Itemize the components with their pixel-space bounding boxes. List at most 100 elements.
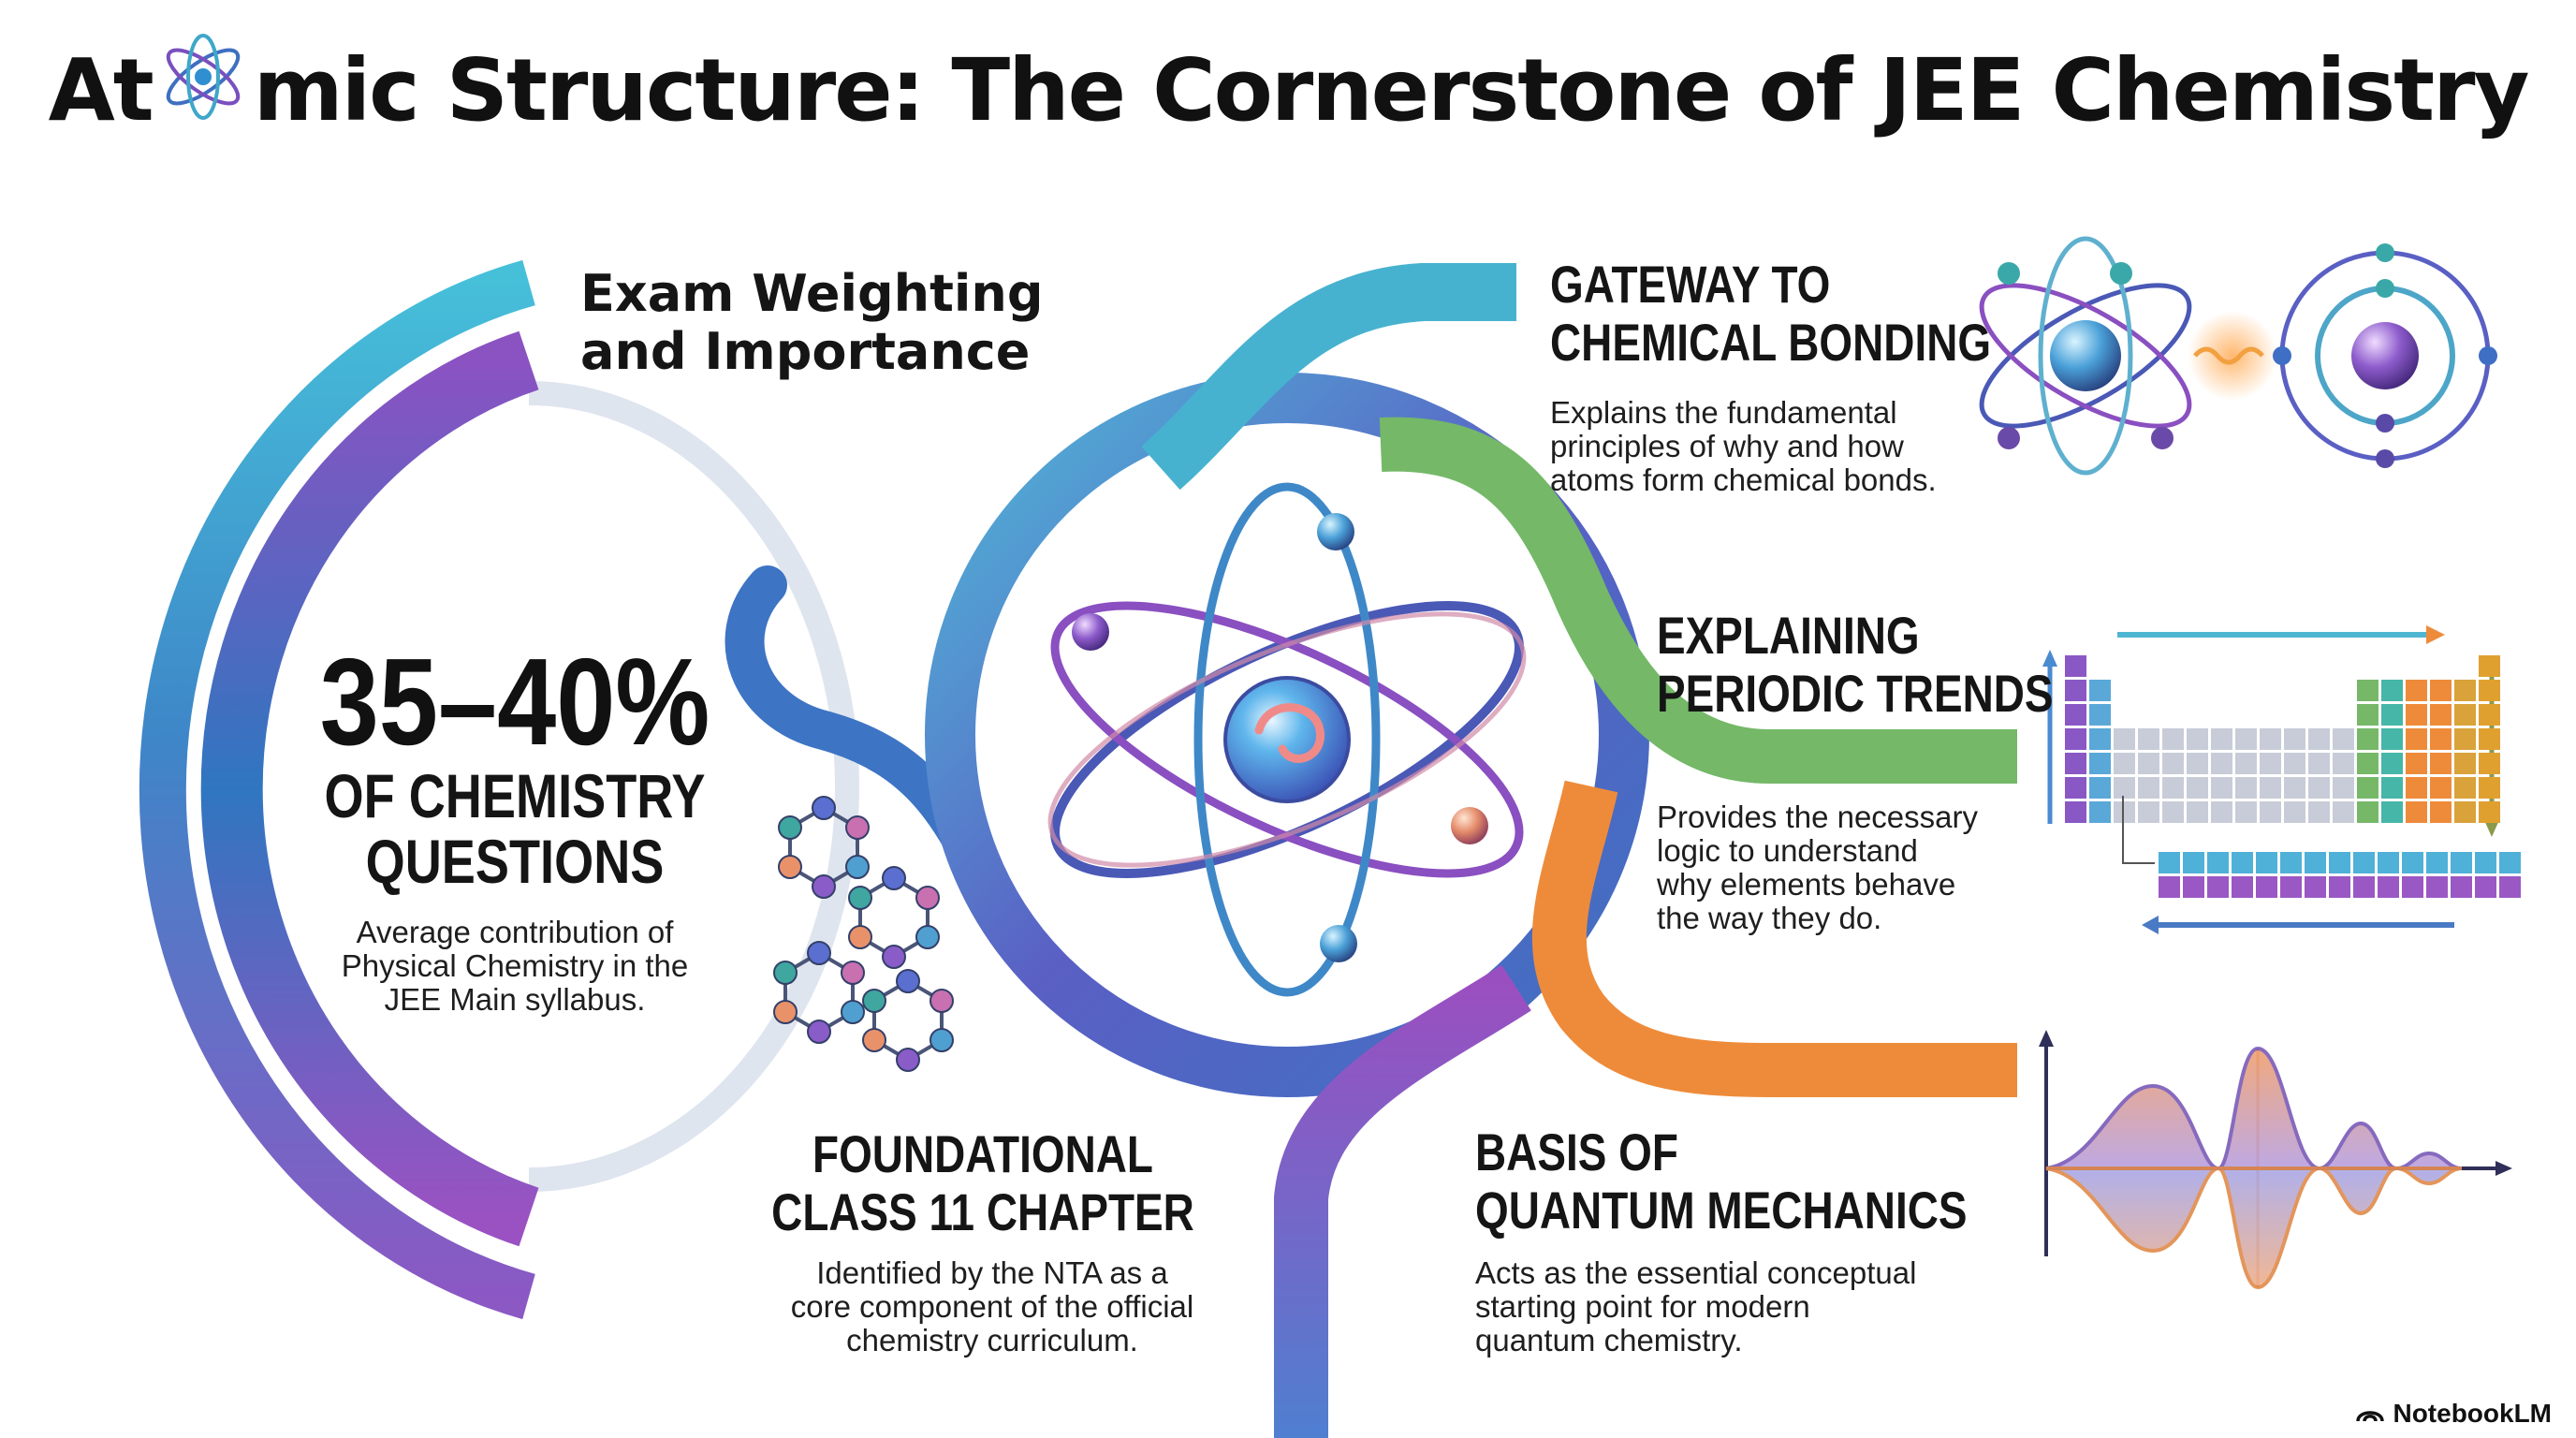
branch-strips: [1141, 263, 2017, 1097]
periodic-cell: [2305, 852, 2326, 873]
periodic-cell: [2211, 777, 2232, 799]
periodic-cell: [2089, 777, 2111, 799]
periodic-title: EXPLAINING PERIODIC TRENDS: [1657, 606, 2054, 723]
periodic-cell: [2235, 753, 2257, 774]
periodic-cell: [2381, 753, 2403, 774]
periodic-cell: [2114, 801, 2135, 823]
periodic-cell: [2308, 777, 2330, 799]
periodic-cell: [2211, 728, 2232, 750]
periodic-cell: [2426, 852, 2448, 873]
periodic-cell: [2499, 852, 2521, 873]
periodic-cell: [2406, 704, 2427, 726]
molecule-atom: [778, 815, 802, 840]
periodic-cell: [2451, 876, 2472, 898]
molecule-atom: [915, 925, 940, 949]
periodic-cell: [2114, 753, 2135, 774]
exam-description: Average contribution of Physical Chemist…: [341, 915, 689, 1017]
periodic-cell: [2308, 753, 2330, 774]
exam-weighting-title: Exam Weighting and Importance: [580, 264, 1044, 381]
periodic-cell: [2454, 753, 2476, 774]
periodic-cell: [2381, 680, 2403, 701]
periodic-cell: [2187, 753, 2208, 774]
periodic-cell: [2065, 753, 2086, 774]
periodic-cell: [2308, 801, 2330, 823]
periodic-cell: [2430, 777, 2452, 799]
periodic-cell: [2114, 777, 2135, 799]
periodic-cell: [2406, 753, 2427, 774]
periodic-cell: [2235, 728, 2257, 750]
quantum-description: Acts as the essential conceptual startin…: [1475, 1255, 1917, 1357]
periodic-cell: [2499, 876, 2521, 898]
periodic-cell: [2256, 852, 2277, 873]
molecule-icon: [773, 796, 954, 1072]
molecule-atom: [812, 874, 836, 899]
title-part-2: mic Structure: The Cornerstone of JEE Ch…: [253, 40, 2530, 140]
periodic-cell: [2162, 801, 2184, 823]
periodic-cell: [2162, 753, 2184, 774]
periodic-cell: [2430, 801, 2452, 823]
molecule-atom: [882, 866, 906, 890]
periodic-cell: [2479, 728, 2500, 750]
molecule-atom: [929, 989, 954, 1013]
molecule-atom: [845, 815, 870, 840]
periodic-cell: [2089, 704, 2111, 726]
atom-icon: [153, 34, 254, 120]
periodic-cell: [2378, 852, 2399, 873]
molecule-atom: [896, 969, 920, 993]
periodic-cell: [2451, 852, 2472, 873]
periodic-cell: [2260, 801, 2281, 823]
bonding-atoms-icon: [1979, 236, 2497, 476]
molecule-atom: [896, 1048, 920, 1072]
molecule-atom: [929, 1028, 954, 1052]
periodic-cell: [2284, 753, 2305, 774]
bonding-title: GATEWAY TO CHEMICAL BONDING: [1550, 255, 1992, 372]
periodic-cell: [2479, 680, 2500, 701]
periodic-cell: [2430, 753, 2452, 774]
molecule-atom: [778, 855, 802, 879]
light-arc: [528, 381, 859, 1192]
periodic-cell: [2333, 777, 2354, 799]
periodic-cell: [2333, 753, 2354, 774]
quantum-title: BASIS OF QUANTUM MECHANICS: [1475, 1123, 1968, 1240]
periodic-cell: [2402, 852, 2423, 873]
periodic-cell: [2260, 728, 2281, 750]
periodic-cell: [2357, 704, 2378, 726]
periodic-cell: [2479, 704, 2500, 726]
molecule-atom: [812, 796, 836, 820]
periodic-cell: [2162, 777, 2184, 799]
outer-arc: [139, 259, 535, 1320]
inner-arc: [200, 330, 539, 1247]
molecule-atom: [841, 1000, 865, 1024]
periodic-cell: [2207, 876, 2229, 898]
periodic-cell: [2187, 777, 2208, 799]
periodic-cell: [2333, 801, 2354, 823]
periodic-cell: [2479, 801, 2500, 823]
periodic-cell: [2138, 801, 2159, 823]
wave-function-icon: [2039, 1030, 2512, 1290]
periodic-cell: [2138, 728, 2159, 750]
periodic-cell: [2065, 704, 2086, 726]
periodic-cell: [2406, 680, 2427, 701]
periodic-cell: [2454, 704, 2476, 726]
notebooklm-logo-icon: [2356, 1411, 2385, 1422]
periodic-cell: [2475, 876, 2496, 898]
periodic-cell: [2475, 852, 2496, 873]
periodic-cell: [2378, 876, 2399, 898]
central-atom-icon: [1047, 482, 1527, 997]
periodic-cell: [2426, 876, 2448, 898]
molecule-atom: [882, 945, 906, 969]
periodic-cell: [2089, 680, 2111, 701]
molecule-atom: [848, 886, 872, 910]
foundational-description: Identified by the NTA as a core componen…: [790, 1255, 1194, 1357]
periodic-cell: [2211, 753, 2232, 774]
periodic-cell: [2454, 728, 2476, 750]
molecule-atom: [845, 855, 870, 879]
periodic-cell: [2260, 777, 2281, 799]
exam-weighting-arcs: [139, 259, 859, 1320]
periodic-cell: [2187, 728, 2208, 750]
periodic-cell: [2430, 680, 2452, 701]
periodic-cell: [2479, 777, 2500, 799]
periodic-cell: [2329, 876, 2350, 898]
periodic-cell: [2381, 777, 2403, 799]
